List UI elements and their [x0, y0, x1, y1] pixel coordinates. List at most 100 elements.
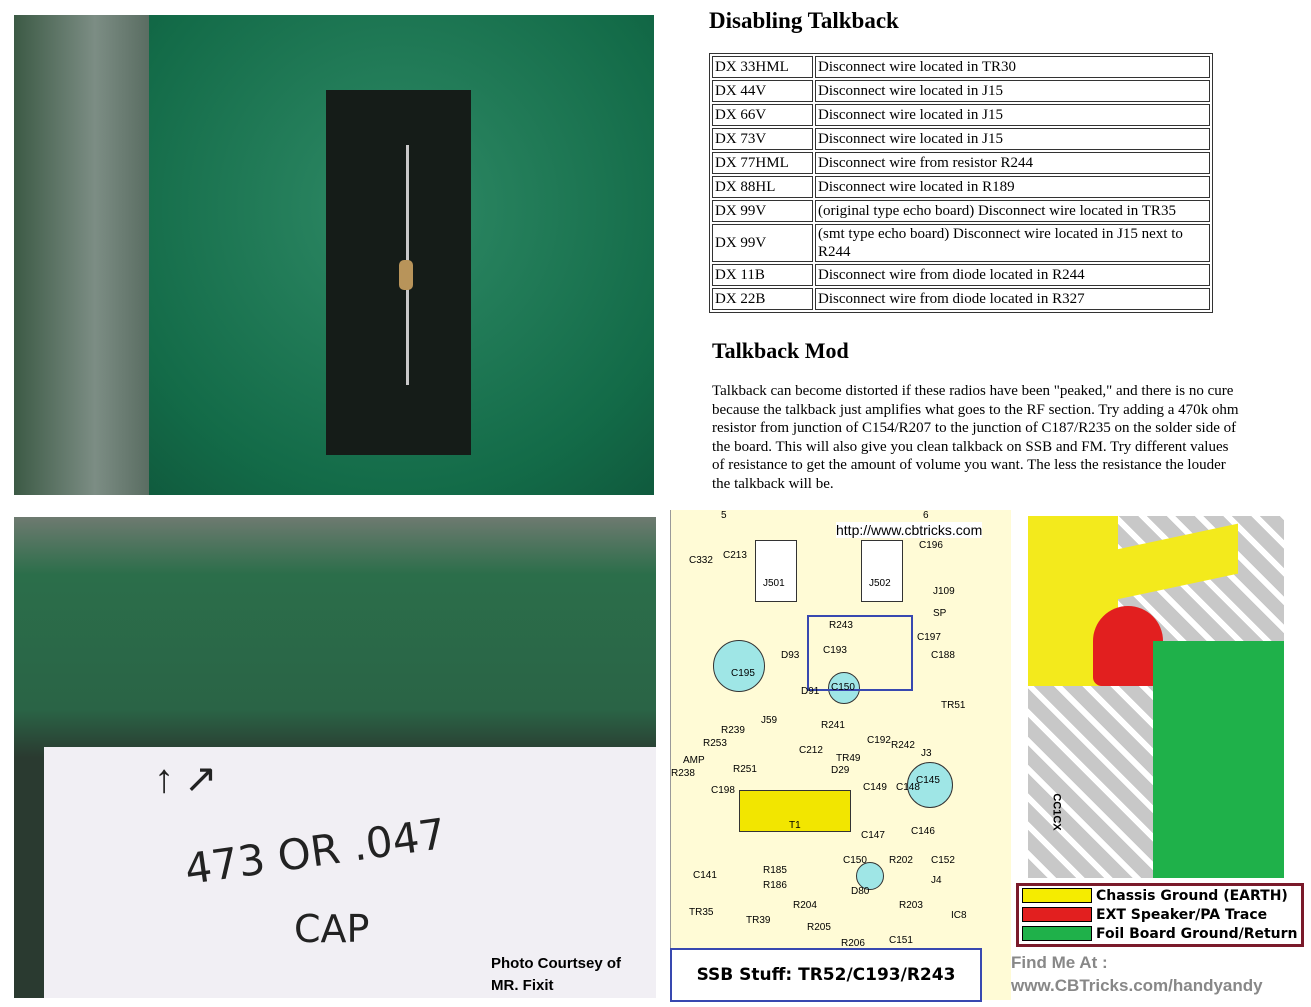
foil-ground-area	[1153, 641, 1284, 878]
component-label: C141	[693, 870, 717, 881]
ssb-caption: SSB Stuff: TR52/C193/R243	[670, 948, 982, 1002]
model-cell: DX 33HML	[712, 56, 813, 78]
instruction-cell: Disconnect wire located in R189	[815, 176, 1210, 198]
note-card	[44, 747, 656, 998]
component-label: C192	[867, 735, 891, 746]
component-label: R185	[763, 865, 787, 876]
capacitor-c195	[713, 640, 765, 692]
model-cell: DX 99V	[712, 224, 813, 262]
instruction-cell: Disconnect wire located in TR30	[815, 56, 1210, 78]
instruction-cell: Disconnect wire located in J15	[815, 80, 1210, 102]
component-label: R241	[821, 720, 845, 731]
component-label: R202	[889, 855, 913, 866]
instruction-cell: Disconnect wire located in J15	[815, 128, 1210, 150]
component-label: C198	[711, 785, 735, 796]
component-label: R251	[733, 764, 757, 775]
instruction-cell: Disconnect wire from resistor R244	[815, 152, 1210, 174]
pcb-photo-capacitor: ↑ ↗ 473 OR .047 CAP	[14, 517, 656, 998]
mod-description: Talkback can become distorted if these r…	[712, 383, 1239, 492]
component-label: D91	[801, 686, 820, 697]
photo-credit: Photo Courtsey of MR. Fixit	[491, 953, 621, 997]
model-cell: DX 22B	[712, 288, 813, 310]
instruction-cell: (smt type echo board) Disconnect wire lo…	[815, 224, 1210, 262]
component-label: IC8	[951, 910, 967, 921]
legend-item: Foil Board Ground/Return	[1019, 924, 1301, 943]
credit-line-2: MR. Fixit	[491, 977, 554, 994]
component-label: SP	[933, 608, 947, 619]
component-label: R203	[899, 900, 923, 911]
handwritten-arrows: ↑ ↗	[154, 756, 218, 801]
legend: Chassis Ground (EARTH)EXT Speaker/PA Tra…	[1016, 883, 1304, 947]
component-label: C149	[863, 782, 887, 793]
component-label: R239	[721, 725, 745, 736]
component-label: D93	[781, 650, 800, 661]
component-label: C146	[911, 826, 935, 837]
component-label: AMP	[683, 755, 705, 766]
resistor	[399, 260, 413, 290]
find-me: Find Me At : www.CBTricks.com/handyandy	[1011, 951, 1263, 997]
component-label: D80	[851, 886, 870, 897]
component-label: C145	[916, 775, 940, 786]
connector-j501	[755, 540, 797, 602]
instruction-cell: (original type echo board) Disconnect wi…	[815, 200, 1210, 222]
component-label: R253	[703, 738, 727, 749]
find-me-label: Find Me At :	[1011, 953, 1108, 972]
component-label: R204	[793, 900, 817, 911]
component-label: C197	[917, 632, 941, 643]
component-label: J4	[931, 875, 942, 886]
model-cell: DX 44V	[712, 80, 813, 102]
component-label: C150	[831, 682, 855, 693]
component-label: C152	[931, 855, 955, 866]
speaker-trace	[1093, 606, 1163, 686]
legend-label: EXT Speaker/PA Trace	[1096, 906, 1268, 923]
component-label: J3	[921, 748, 932, 759]
instruction-cell: Disconnect wire from diode located in R3…	[815, 288, 1210, 310]
component-label: R243	[829, 620, 853, 631]
section-title: Talkback Mod	[712, 338, 849, 363]
component-label: J501	[763, 578, 785, 589]
component-label: R206	[841, 938, 865, 949]
table-row: DX 99V(smt type echo board) Disconnect w…	[712, 224, 1210, 262]
model-cell: DX 99V	[712, 200, 813, 222]
component-label: TR49	[836, 753, 861, 764]
component-label: C148	[896, 782, 920, 793]
component-label: TR35	[689, 907, 714, 918]
model-cell: DX 88HL	[712, 176, 813, 198]
component-label: T1	[789, 820, 801, 831]
component-label: C188	[931, 650, 955, 661]
component-label: R242	[891, 740, 915, 751]
legend-item: EXT Speaker/PA Trace	[1019, 905, 1301, 924]
table-row: DX 99V(original type echo board) Disconn…	[712, 200, 1210, 222]
component-label: D29	[831, 765, 850, 776]
chassis-frame	[14, 15, 149, 495]
component-label: R186	[763, 880, 787, 891]
component-label: C195	[731, 668, 755, 679]
component-label: C212	[799, 745, 823, 756]
legend-swatch	[1022, 888, 1092, 903]
connector-label: CC1CX	[1050, 793, 1063, 831]
component-label: J59	[761, 715, 778, 726]
find-me-url[interactable]: www.CBTricks.com/handyandy	[1011, 976, 1263, 995]
component-label: 6	[923, 510, 929, 521]
component-label: J109	[933, 586, 955, 597]
model-cell: DX 73V	[712, 128, 813, 150]
credit-line-1: Photo Courtsey of	[491, 955, 621, 972]
component-label: C150	[843, 855, 867, 866]
legend-swatch	[1022, 907, 1092, 922]
model-cell: DX 11B	[712, 264, 813, 286]
component-label: TR51	[941, 700, 966, 711]
black-tape	[326, 90, 471, 455]
legend-label: Foil Board Ground/Return	[1096, 925, 1298, 942]
schematic-url: http://www.cbtricks.com	[836, 522, 983, 538]
page-title: Disabling Talkback	[709, 8, 899, 33]
transformer-t1	[739, 790, 851, 832]
trace-diagram: CC1CX	[1028, 516, 1284, 878]
